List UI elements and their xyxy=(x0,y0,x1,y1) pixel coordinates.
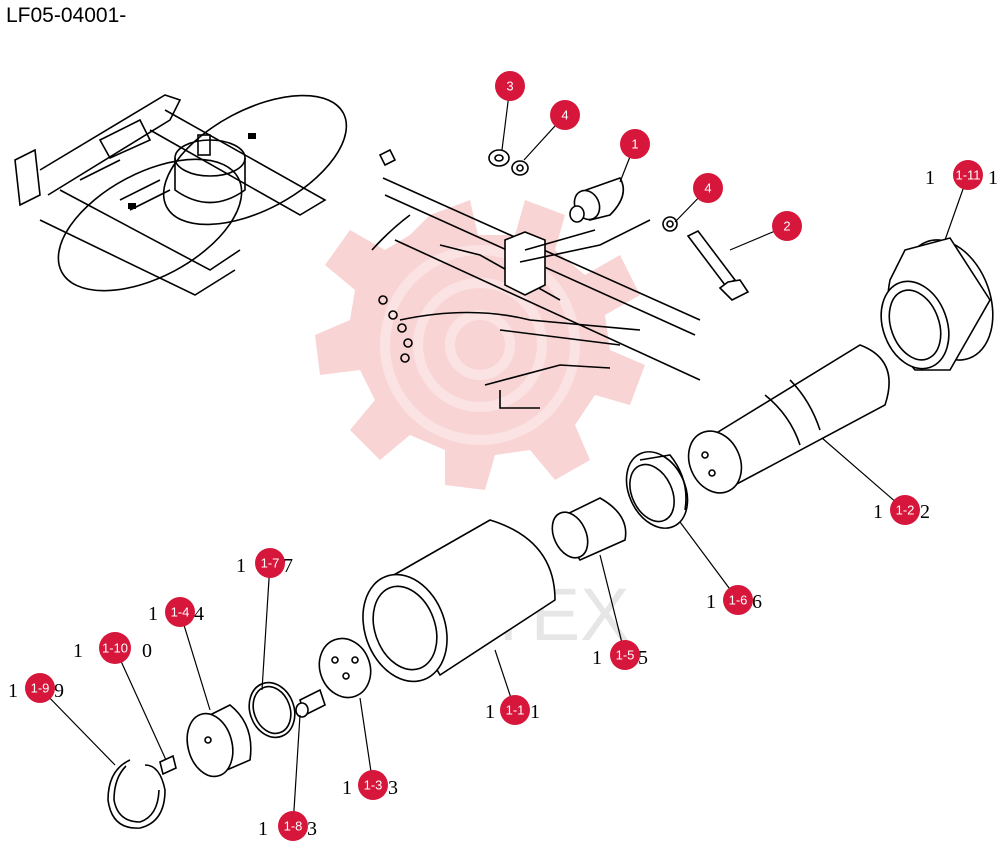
part-1-pin[interactable] xyxy=(569,177,625,224)
callout-4a[interactable]: 4 xyxy=(550,100,580,130)
svg-text:3: 3 xyxy=(506,79,513,94)
svg-text:1-4: 1-4 xyxy=(171,605,190,620)
svg-text:1-7: 1-7 xyxy=(261,556,280,571)
part-1-10-plug[interactable] xyxy=(159,754,177,776)
svg-text:1: 1 xyxy=(988,167,998,189)
callout-1-5[interactable]: 1 5 1-5 xyxy=(592,640,648,670)
svg-text:1: 1 xyxy=(631,137,638,152)
watermark-logo xyxy=(315,200,645,490)
callout-1-9[interactable]: 1 9 1-9 xyxy=(8,673,64,703)
callout-1-4[interactable]: 1 4 1-4 xyxy=(148,597,204,627)
svg-text:2: 2 xyxy=(783,219,790,234)
part-1-2-shaft[interactable] xyxy=(679,344,890,502)
svg-text:1: 1 xyxy=(148,603,158,625)
part-1-5-bushing[interactable] xyxy=(545,497,627,564)
svg-text:1-8: 1-8 xyxy=(284,819,303,834)
svg-text:1-11: 1-11 xyxy=(955,168,980,183)
svg-text:1: 1 xyxy=(530,701,540,723)
part-1-4-end-cap[interactable] xyxy=(180,704,252,782)
svg-text:1-3: 1-3 xyxy=(364,778,383,793)
callout-1[interactable]: 1 xyxy=(620,129,650,159)
svg-text:4: 4 xyxy=(704,181,711,196)
callout-1-2[interactable]: 1 2 1-2 xyxy=(873,495,930,525)
callout-1-10[interactable]: 1 0 1-10 xyxy=(73,632,152,664)
svg-text:1: 1 xyxy=(258,818,268,840)
svg-text:1-2: 1-2 xyxy=(896,503,915,518)
callout-1-6[interactable]: 1 6 1-6 xyxy=(706,585,762,615)
callout-1-8[interactable]: 1 3 1-8 xyxy=(258,811,317,841)
part-1-3-plate[interactable] xyxy=(311,631,379,704)
svg-text:1: 1 xyxy=(706,591,716,613)
part-1-11-collar[interactable] xyxy=(870,227,1000,378)
svg-text:3: 3 xyxy=(307,818,317,840)
svg-text:5: 5 xyxy=(638,647,648,669)
callout-1-1[interactable]: 1 1 1-1 xyxy=(485,695,540,725)
svg-text:1: 1 xyxy=(925,167,935,189)
svg-text:4: 4 xyxy=(194,603,204,625)
callout-1-11-top[interactable]: 1 1 1-11 xyxy=(925,160,998,190)
svg-text:1: 1 xyxy=(342,777,352,799)
part-4-washer-lower[interactable] xyxy=(662,216,678,232)
svg-text:1: 1 xyxy=(485,701,495,723)
part-1-9-snap-ring[interactable] xyxy=(107,759,166,829)
watermark-rings xyxy=(380,245,580,445)
svg-text:7: 7 xyxy=(283,555,293,577)
part-4-washer-upper[interactable] xyxy=(511,160,529,176)
svg-text:9: 9 xyxy=(54,680,64,702)
leader-lines xyxy=(39,85,969,827)
part-2-bolt[interactable] xyxy=(686,229,750,301)
callout-3[interactable]: 3 xyxy=(495,71,525,101)
part-1-1-roller[interactable] xyxy=(349,519,556,693)
svg-text:1-9: 1-9 xyxy=(31,681,50,696)
part-3-nut[interactable] xyxy=(488,149,510,167)
callout-4b[interactable]: 4 xyxy=(693,173,723,203)
svg-text:6: 6 xyxy=(752,591,762,613)
svg-text:3: 3 xyxy=(388,777,398,799)
diagram-code: LF05-04001- xyxy=(6,4,127,27)
svg-text:1: 1 xyxy=(236,555,246,577)
part-1-6-seal[interactable] xyxy=(615,442,700,538)
svg-text:0: 0 xyxy=(142,640,152,662)
svg-text:1: 1 xyxy=(8,680,18,702)
svg-text:4: 4 xyxy=(561,108,568,123)
part-1-7-o-ring[interactable] xyxy=(242,676,302,744)
svg-text:1: 1 xyxy=(73,640,83,662)
svg-text:1-6: 1-6 xyxy=(729,593,748,608)
part-1-8-plug[interactable] xyxy=(295,688,326,718)
svg-text:1: 1 xyxy=(873,501,883,523)
svg-text:1-10: 1-10 xyxy=(102,641,128,656)
track-frame xyxy=(371,148,701,409)
svg-text:1-5: 1-5 xyxy=(616,648,635,663)
svg-text:2: 2 xyxy=(920,501,930,523)
callout-1-7[interactable]: 1 7 1-7 xyxy=(236,548,293,578)
svg-text:1: 1 xyxy=(592,647,602,669)
callout-1-3[interactable]: 1 3 1-3 xyxy=(342,770,398,800)
undercarriage-overview xyxy=(14,94,348,296)
svg-text:1-1: 1-1 xyxy=(506,703,525,718)
callout-2[interactable]: 2 xyxy=(772,211,802,241)
